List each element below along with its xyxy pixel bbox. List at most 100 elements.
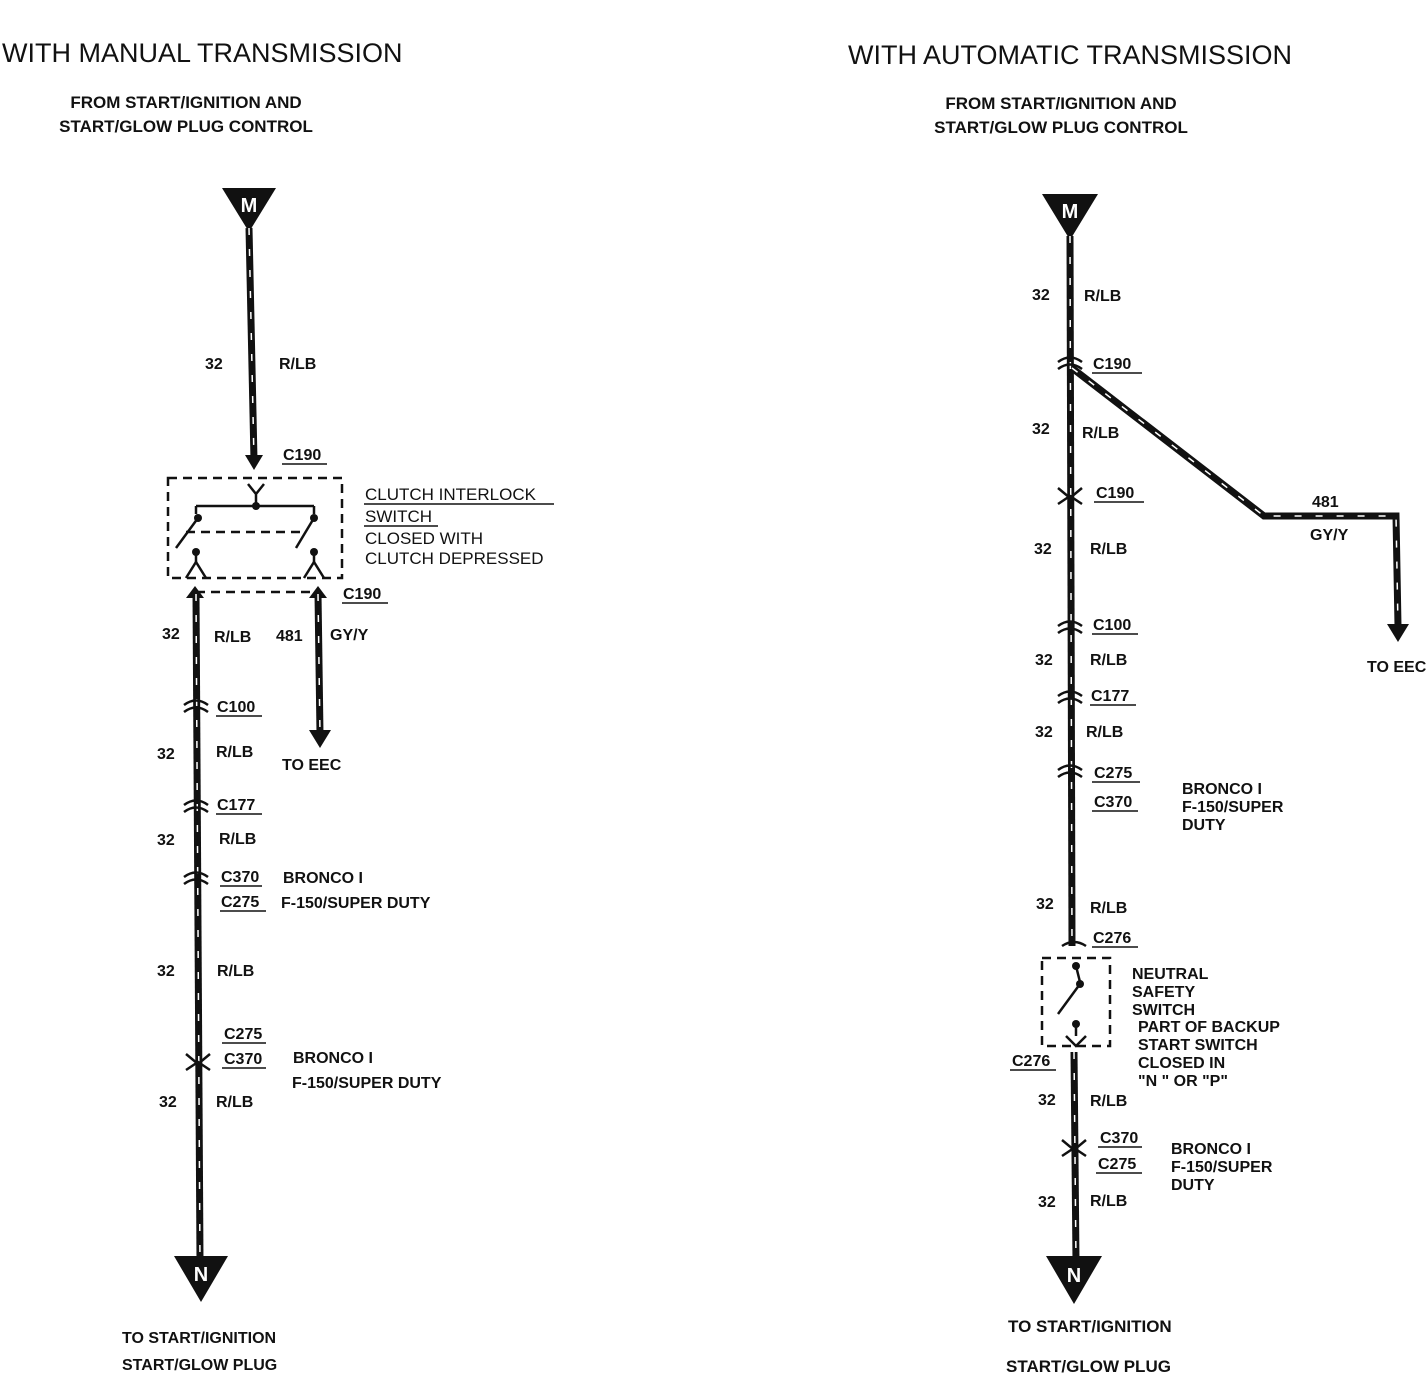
auto-seg8-num: 32 <box>1038 1194 1056 1211</box>
auto-bronco-a-line2: F-150/SUPER <box>1182 799 1284 816</box>
auto-switch-line5: START SWITCH <box>1138 1037 1258 1054</box>
auto-to-line2: START/GLOW PLUG <box>1006 1357 1171 1376</box>
auto-from-line1: FROM START/IGNITION AND <box>945 94 1176 113</box>
auto-connector-c275-b: C275 <box>1098 1156 1136 1173</box>
auto-from-line2: START/GLOW PLUG CONTROL <box>934 118 1188 137</box>
manual-connector-c275-b: C275 <box>224 1026 262 1043</box>
svg-text:M: M <box>1062 201 1079 223</box>
manual-connector-c190-bottom: C190 <box>343 586 381 603</box>
auto-connector-c100: C100 <box>1093 617 1131 634</box>
auto-switch-line6: CLOSED IN <box>1138 1055 1225 1072</box>
svg-text:M: M <box>241 195 258 217</box>
auto-seg6-color: R/LB <box>1090 900 1127 917</box>
manual-arrow-c190-icon <box>245 455 263 470</box>
manual-bronco-b: BRONCO I <box>293 1050 373 1067</box>
svg-text:N: N <box>1067 1265 1081 1287</box>
auto-eec-wire <box>1069 365 1402 627</box>
auto-seg6-num: 32 <box>1036 896 1054 913</box>
auto-connector-c276-b: C276 <box>1012 1053 1050 1070</box>
manual-connector-c177-icon <box>183 799 209 814</box>
auto-bronco-b-line2: F-150/SUPER <box>1171 1159 1273 1176</box>
manual-bronco-a: BRONCO I <box>283 870 363 887</box>
manual-eec-wire-color: GY/Y <box>330 627 369 644</box>
auto-connector-c276-icon <box>1061 940 1087 948</box>
auto-seg5-color: R/LB <box>1086 724 1123 741</box>
auto-bronco-b-line1: BRONCO I <box>1171 1141 1251 1158</box>
auto-switch-line2: SAFETY <box>1132 984 1195 1001</box>
auto-terminal-m-icon: M <box>1042 194 1098 240</box>
manual-seg3-color: R/LB <box>219 831 256 848</box>
auto-eec-wire-num: 481 <box>1312 494 1339 511</box>
auto-connector-c190-b: C190 <box>1096 485 1134 502</box>
manual-seg2-color: R/LB <box>216 744 253 761</box>
auto-seg2-color: R/LB <box>1082 425 1119 442</box>
auto-switch-line1: NEUTRAL <box>1132 966 1209 983</box>
auto-connector-c177: C177 <box>1091 688 1129 705</box>
manual-connector-c100-icon <box>183 699 209 714</box>
auto-connector-c370-a: C370 <box>1094 794 1132 811</box>
auto-seg4-num: 32 <box>1035 652 1053 669</box>
manual-seg5-color: R/LB <box>216 1094 253 1111</box>
auto-terminal-n-icon: N <box>1046 1256 1102 1304</box>
manual-switch-line4: CLUTCH DEPRESSED <box>365 549 544 568</box>
manual-to-eec: TO EEC <box>282 757 342 774</box>
auto-eec-arrow-icon <box>1387 624 1409 642</box>
automatic-transmission-diagram: WITH AUTOMATIC TRANSMISSION FROM START/I… <box>848 40 1427 1376</box>
manual-seg4-color: R/LB <box>217 963 254 980</box>
auto-eec-wire-color: GY/Y <box>1310 527 1349 544</box>
manual-seg1-num: 32 <box>162 626 180 643</box>
auto-seg3-num: 32 <box>1034 541 1052 558</box>
auto-connector-c275-icon <box>1057 764 1083 779</box>
manual-wire-color: R/LB <box>279 356 316 373</box>
auto-switch-line4: PART OF BACKUP <box>1138 1019 1280 1036</box>
manual-from-line1: FROM START/IGNITION AND <box>70 93 301 112</box>
auto-seg1-color: R/LB <box>1084 288 1121 305</box>
manual-eec-wire-num: 481 <box>276 628 303 645</box>
manual-connector-c275-icon <box>185 1053 211 1072</box>
manual-f150-a: F-150/SUPER DUTY <box>281 895 431 912</box>
manual-wire-num: 32 <box>205 356 223 373</box>
manual-eec-arrow-icon <box>309 730 331 748</box>
auto-connector-c276-a: C276 <box>1093 930 1131 947</box>
neutral-safety-switch <box>1040 956 1112 1048</box>
manual-switch-line2: SWITCH <box>365 507 432 526</box>
manual-switch-line3: CLOSED WITH <box>365 529 483 548</box>
manual-connector-c177: C177 <box>217 797 255 814</box>
manual-to-line1: TO START/IGNITION <box>122 1330 276 1347</box>
auto-connector-c177-icon <box>1057 690 1083 705</box>
manual-connector-c370-b: C370 <box>224 1051 262 1068</box>
manual-to-line2: START/GLOW PLUG <box>122 1357 277 1374</box>
manual-connector-c370-a: C370 <box>221 869 259 886</box>
manual-seg2-num: 32 <box>157 746 175 763</box>
manual-transmission-diagram: WITH MANUAL TRANSMISSION FROM START/IGNI… <box>2 38 554 1374</box>
manual-f150-b: F-150/SUPER DUTY <box>292 1075 442 1092</box>
svg-text:N: N <box>194 1264 208 1286</box>
auto-title: WITH AUTOMATIC TRANSMISSION <box>848 40 1292 70</box>
manual-seg3-num: 32 <box>157 832 175 849</box>
auto-seg2-num: 32 <box>1032 421 1050 438</box>
manual-switch-line1: CLUTCH INTERLOCK <box>365 485 537 504</box>
clutch-interlock-switch <box>166 476 344 594</box>
auto-seg7-num: 32 <box>1038 1092 1056 1109</box>
auto-seg5-num: 32 <box>1035 724 1053 741</box>
auto-connector-c370-icon <box>1061 1139 1087 1158</box>
auto-seg4-color: R/LB <box>1090 652 1127 669</box>
manual-terminal-m-icon: M <box>222 188 276 232</box>
auto-seg7-color: R/LB <box>1090 1093 1127 1110</box>
manual-connector-c275-a: C275 <box>221 894 259 911</box>
auto-switch-line7: "N " OR "P" <box>1138 1073 1228 1090</box>
auto-connector-c190b-icon <box>1057 487 1083 506</box>
manual-seg5-num: 32 <box>159 1094 177 1111</box>
manual-connector-c190-top: C190 <box>283 447 321 464</box>
auto-connector-c190-a: C190 <box>1093 356 1131 373</box>
auto-connector-c190-icon <box>1057 356 1083 371</box>
auto-seg1-num: 32 <box>1032 287 1050 304</box>
manual-from-line2: START/GLOW PLUG CONTROL <box>59 117 313 136</box>
auto-connector-c100-icon <box>1057 620 1083 635</box>
manual-seg4-num: 32 <box>157 963 175 980</box>
manual-seg1-color: R/LB <box>214 629 251 646</box>
auto-connector-c370-b: C370 <box>1100 1130 1138 1147</box>
auto-switch-line3: SWITCH <box>1132 1002 1195 1019</box>
auto-seg3-color: R/LB <box>1090 541 1127 558</box>
